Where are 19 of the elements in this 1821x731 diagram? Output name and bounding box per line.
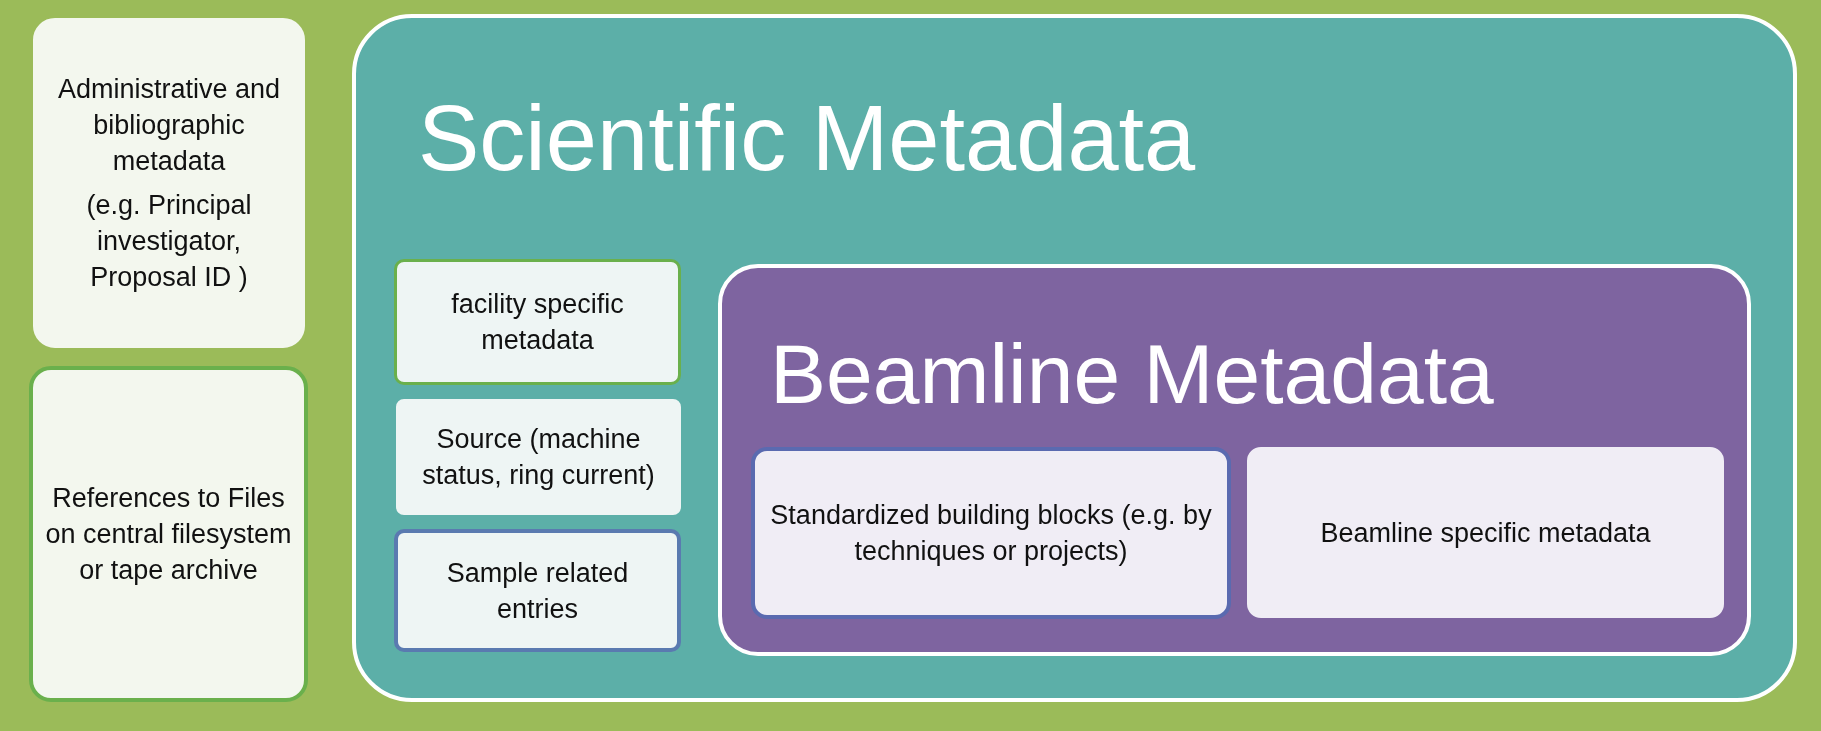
card-text: Source (machine status, ring current): [421, 423, 656, 492]
panel-heading: Beamline Metadata: [770, 328, 1494, 421]
card-text: Administrative and bibliographic metadata: [56, 73, 282, 178]
panel-heading: Scientific Metadata: [418, 88, 1196, 190]
metadata-card: [394, 529, 681, 652]
metadata-card: [1247, 447, 1724, 618]
metadata-card: [394, 259, 681, 385]
beamline-metadata-panel: [718, 264, 1751, 656]
example-text: (e.g. Principal investigator, Proposal ID ): [85, 189, 253, 294]
metadata-card: [33, 18, 305, 348]
card-text: References to Files on central filesystem or tape archive: [44, 482, 293, 587]
metadata-card: [29, 366, 308, 702]
card-text: Beamline specific metadata: [1320, 516, 1651, 550]
card-text: Standardized building blocks (e.g. by techniques or projects): [769, 499, 1213, 568]
metadata-card: [751, 447, 1231, 619]
card-text: Sample related entries: [445, 556, 630, 626]
metadata-card: [396, 399, 681, 515]
card-text: facility specific metadata: [450, 288, 625, 357]
scientific-metadata-panel: [352, 14, 1797, 702]
